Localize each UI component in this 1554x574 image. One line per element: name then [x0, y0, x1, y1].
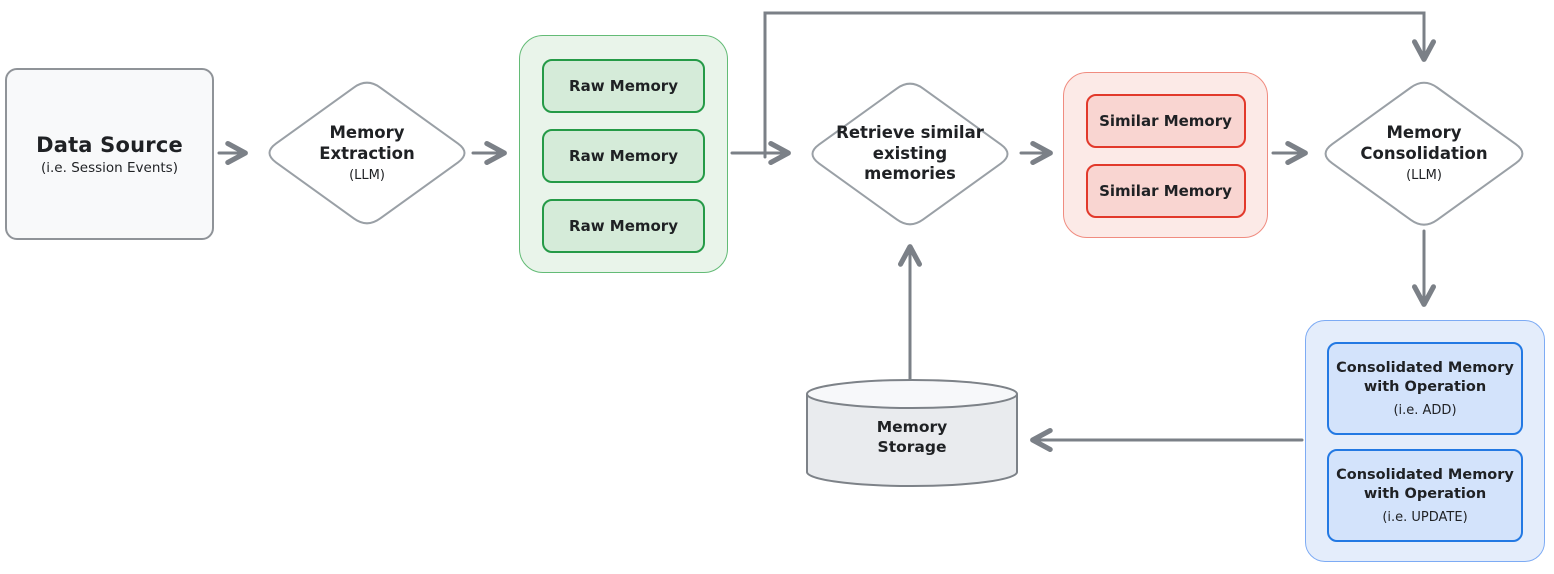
data-source-subtitle: (i.e. Session Events) — [41, 159, 178, 176]
similar-memory-label: Similar Memory — [1099, 112, 1232, 130]
memory-extraction-diamond: Memory Extraction (LLM) — [262, 77, 472, 229]
diamond-shape — [268, 81, 466, 225]
retrieve-memories-title: Retrieve similar existing memories — [836, 123, 984, 184]
diamond-shape — [1324, 81, 1524, 226]
retrieve-memories-diamond: Retrieve similar existing memories — [805, 78, 1015, 230]
cylinder-shape — [806, 379, 1018, 487]
memory-extraction-subtitle: (LLM) — [349, 167, 385, 183]
data-source-title: Data Source — [36, 132, 183, 157]
memory-storage-title: Memory Storage — [876, 417, 948, 456]
raw-memory-box: Raw Memory — [542, 199, 705, 253]
consolidated-memory-title: Consolidated Memory with Operation — [1336, 360, 1514, 395]
raw-memory-box: Raw Memory — [542, 129, 705, 183]
raw-memory-label: Raw Memory — [569, 147, 678, 165]
consolidated-memory-group: Consolidated Memory with Operation (i.e.… — [1305, 320, 1545, 562]
similar-memory-label: Similar Memory — [1099, 182, 1232, 200]
memory-storage-cylinder: Memory Storage — [805, 378, 1019, 488]
memory-consolidation-subtitle: (LLM) — [1406, 167, 1442, 183]
consolidated-memory-title: Consolidated Memory with Operation — [1336, 467, 1514, 502]
memory-consolidation-diamond: Memory Consolidation (LLM) — [1318, 77, 1530, 229]
similar-memory-group: Similar Memory Similar Memory — [1063, 72, 1268, 238]
memory-extraction-title: Memory Extraction — [319, 123, 415, 163]
memory-consolidation-title: Memory Consolidation — [1360, 123, 1488, 163]
raw-memory-group: Raw Memory Raw Memory Raw Memory — [519, 35, 728, 273]
consolidated-memory-box: Consolidated Memory with Operation (i.e.… — [1327, 342, 1523, 435]
data-source-node: Data Source (i.e. Session Events) — [5, 68, 214, 240]
consolidated-memory-subtitle: (i.e. ADD) — [1393, 402, 1457, 418]
similar-memory-box: Similar Memory — [1085, 164, 1246, 218]
diamond-shape — [811, 82, 1009, 226]
raw-memory-label: Raw Memory — [569, 77, 678, 95]
consolidated-memory-box: Consolidated Memory with Operation (i.e.… — [1327, 449, 1523, 542]
raw-memory-label: Raw Memory — [569, 217, 678, 235]
consolidated-memory-subtitle: (i.e. UPDATE) — [1382, 509, 1468, 525]
similar-memory-box: Similar Memory — [1085, 94, 1246, 148]
raw-memory-box: Raw Memory — [542, 59, 705, 113]
